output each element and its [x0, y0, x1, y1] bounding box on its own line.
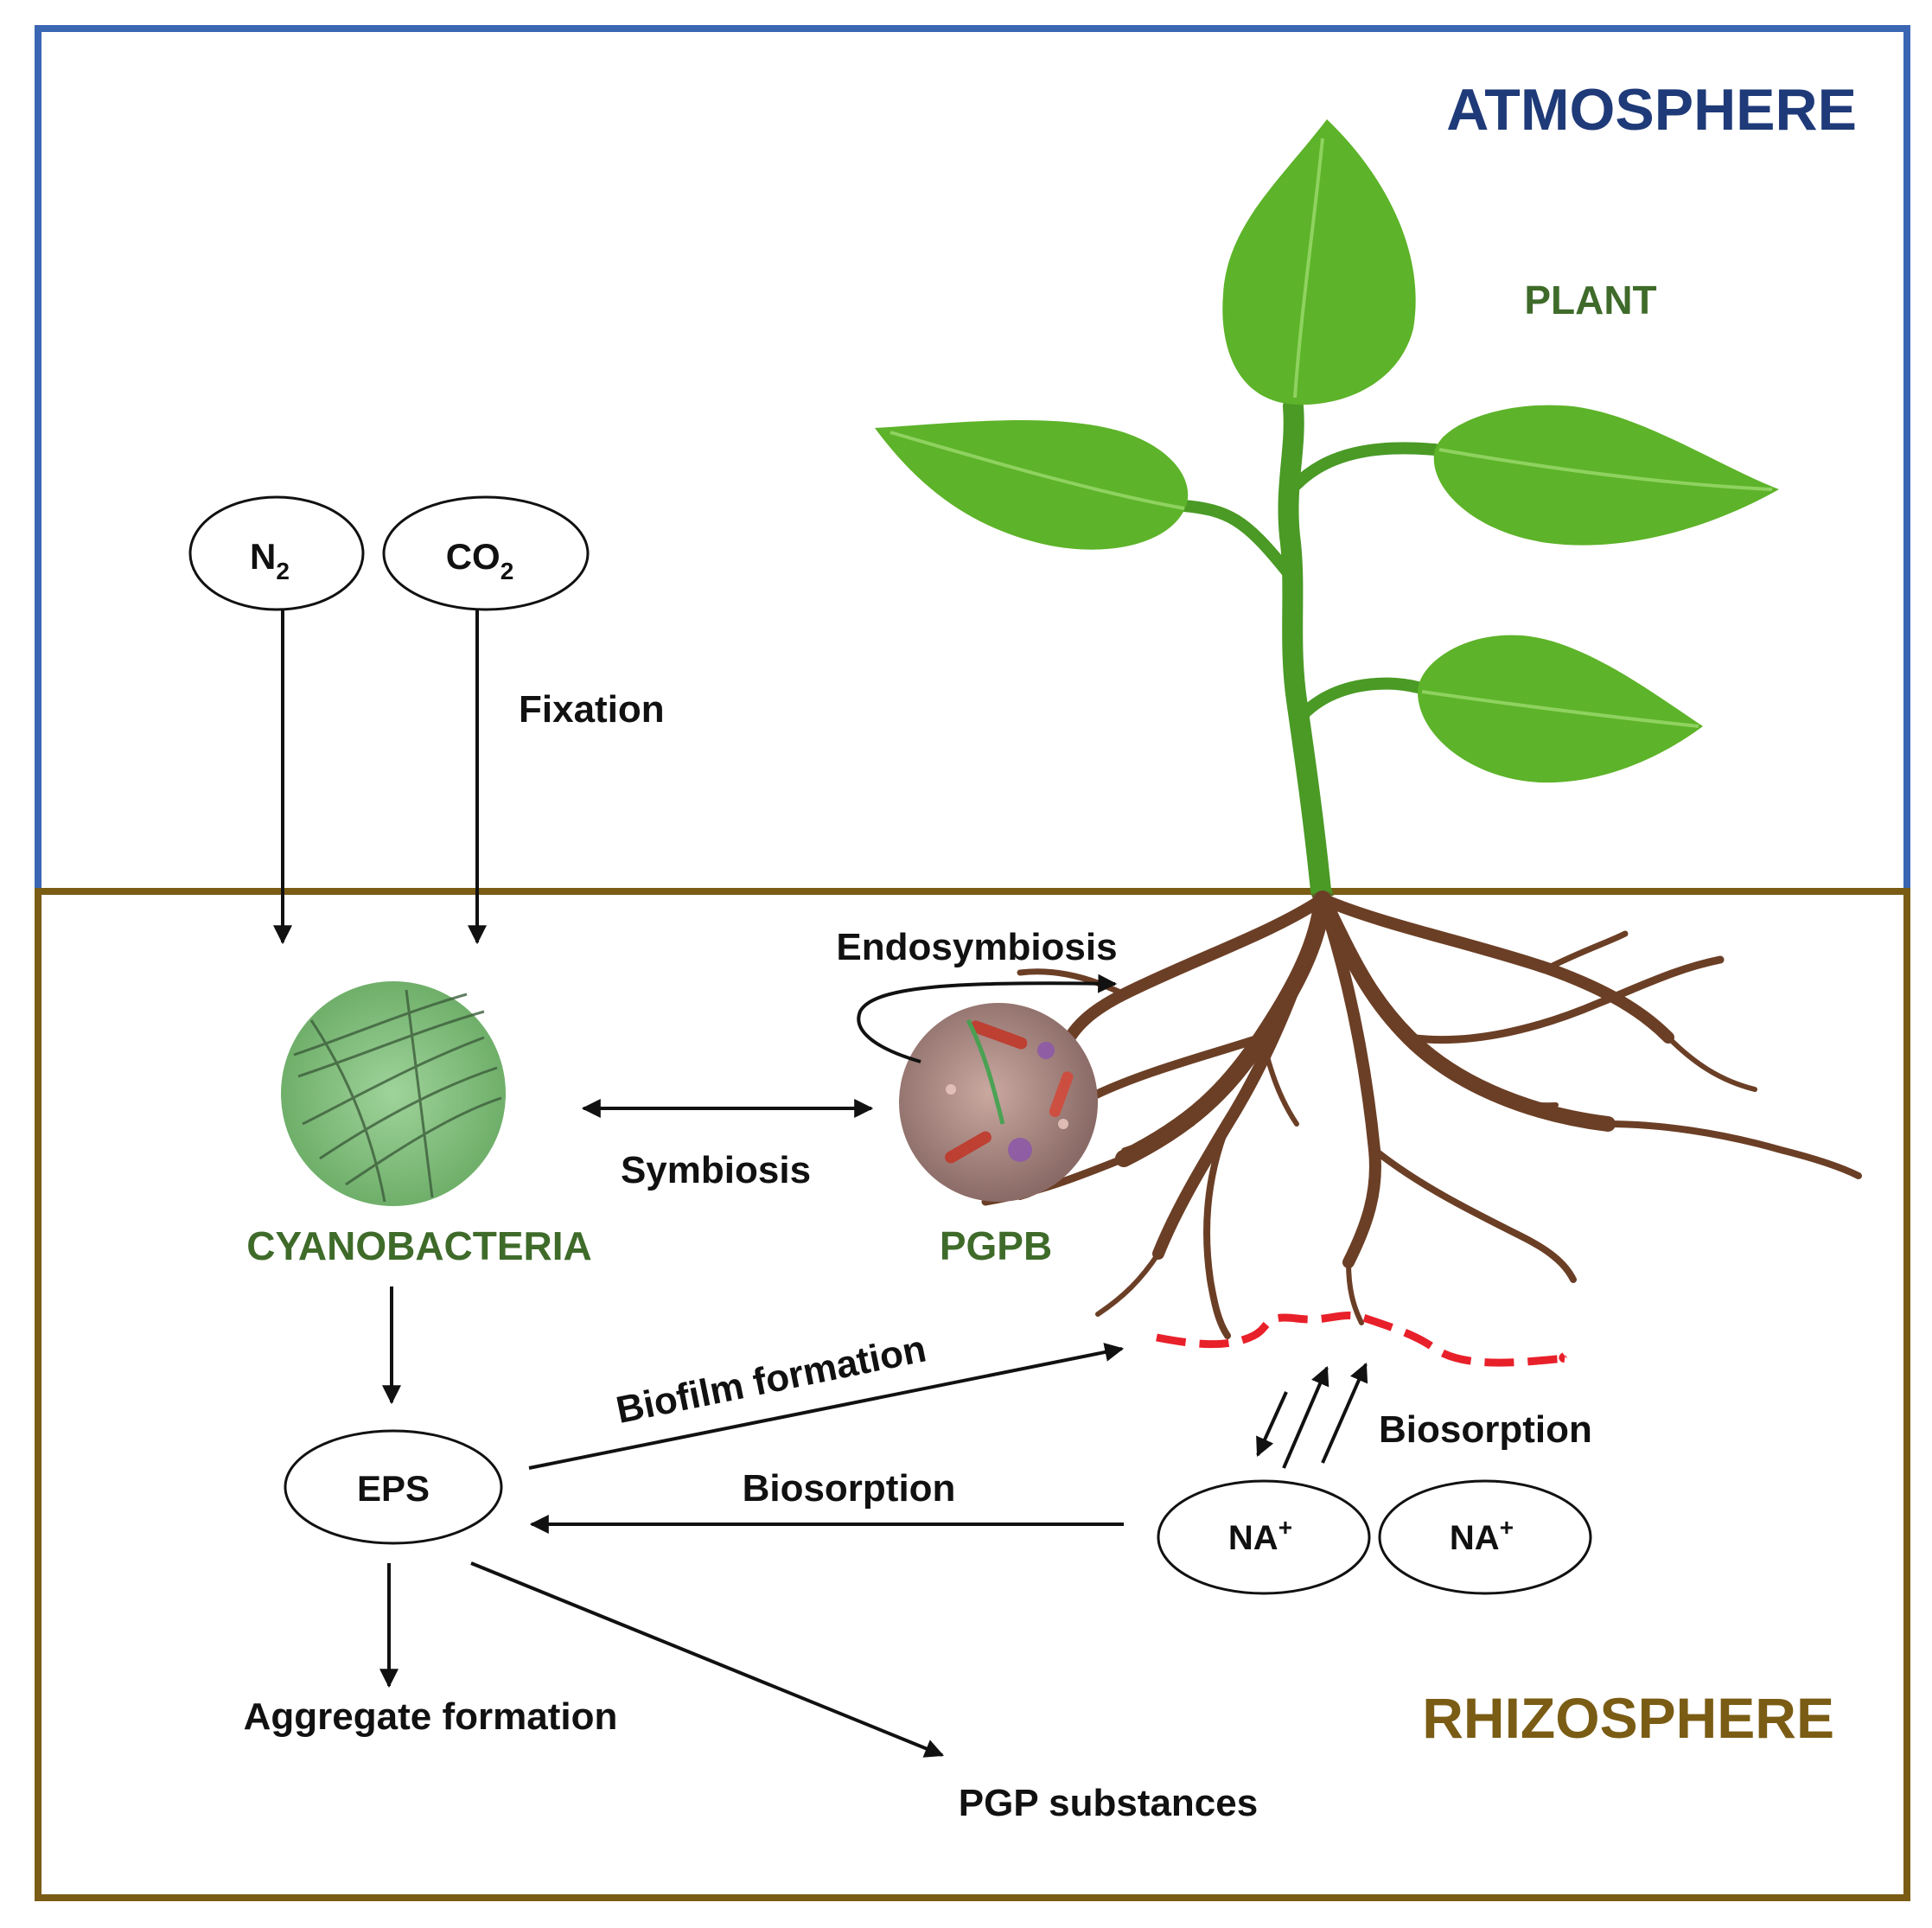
- biosorption-left-label: Biosorption: [743, 1467, 956, 1510]
- eps-to-pgp-arrow: [470, 1561, 945, 1758]
- na1-sup: +: [1278, 1514, 1292, 1541]
- aggregate-formation-label: Aggregate formation: [244, 1695, 618, 1738]
- cyanobacteria-label: CYANOBACTERIA: [246, 1223, 592, 1268]
- pgpb-label: PGPB: [940, 1223, 1052, 1268]
- svg-text:CO2: CO2: [446, 536, 514, 584]
- n2-sub: 2: [276, 558, 290, 584]
- biofilm-line: [1156, 1312, 1572, 1367]
- biosorption-right-label: Biosorption: [1379, 1408, 1592, 1451]
- eps-label: EPS: [357, 1468, 430, 1509]
- na2-main: NA: [1450, 1519, 1500, 1557]
- co2-node: CO2: [382, 495, 590, 611]
- biosorption-up-arrow-1: [1282, 1365, 1329, 1469]
- n2-node: N2: [188, 495, 365, 611]
- svg-text:N2: N2: [250, 536, 290, 584]
- symbiosis-label: Symbiosis: [621, 1149, 811, 1191]
- biosorption-up-arrow-2: [1321, 1362, 1368, 1464]
- co2-sub: 2: [501, 558, 514, 584]
- plant-roots: [981, 891, 1862, 1339]
- plant-illustration: [875, 119, 1779, 903]
- svg-text:NA+: NA+: [1228, 1514, 1292, 1557]
- plant-label: PLANT: [1524, 278, 1656, 322]
- biofilm-formation-label: Biofilm formation: [613, 1327, 930, 1432]
- rhizosphere-label: RHIZOSPHERE: [1422, 1686, 1834, 1750]
- endosymbiosis-arrow: [857, 974, 1118, 1063]
- leaf-left: [875, 419, 1189, 550]
- leaf-top: [1222, 119, 1416, 405]
- biofilm-formation-arrow: [528, 1343, 1125, 1470]
- rhizosphere-box: [35, 888, 1910, 1901]
- plant-stem: [1278, 396, 1331, 901]
- svg-text:NA+: NA+: [1450, 1514, 1514, 1557]
- n2-main: N: [250, 536, 276, 577]
- biosorption-down-arrow: [1256, 1391, 1288, 1458]
- eps-node: EPS: [284, 1429, 503, 1545]
- pgp-substances-label: PGP substances: [959, 1782, 1258, 1824]
- na2-sup: +: [1500, 1514, 1514, 1541]
- endosymbiosis-label: Endosymbiosis: [836, 926, 1117, 968]
- atmosphere-label: ATMOSPHERE: [1446, 77, 1857, 143]
- fixation-label: Fixation: [519, 688, 665, 731]
- cyanobacteria-image: [281, 981, 506, 1206]
- na1-main: NA: [1228, 1519, 1278, 1557]
- pgpb-image: [899, 1003, 1098, 1202]
- co2-main: CO: [446, 536, 501, 577]
- na-node-1: NA+: [1157, 1479, 1371, 1595]
- na-node-2: NA+: [1378, 1479, 1592, 1595]
